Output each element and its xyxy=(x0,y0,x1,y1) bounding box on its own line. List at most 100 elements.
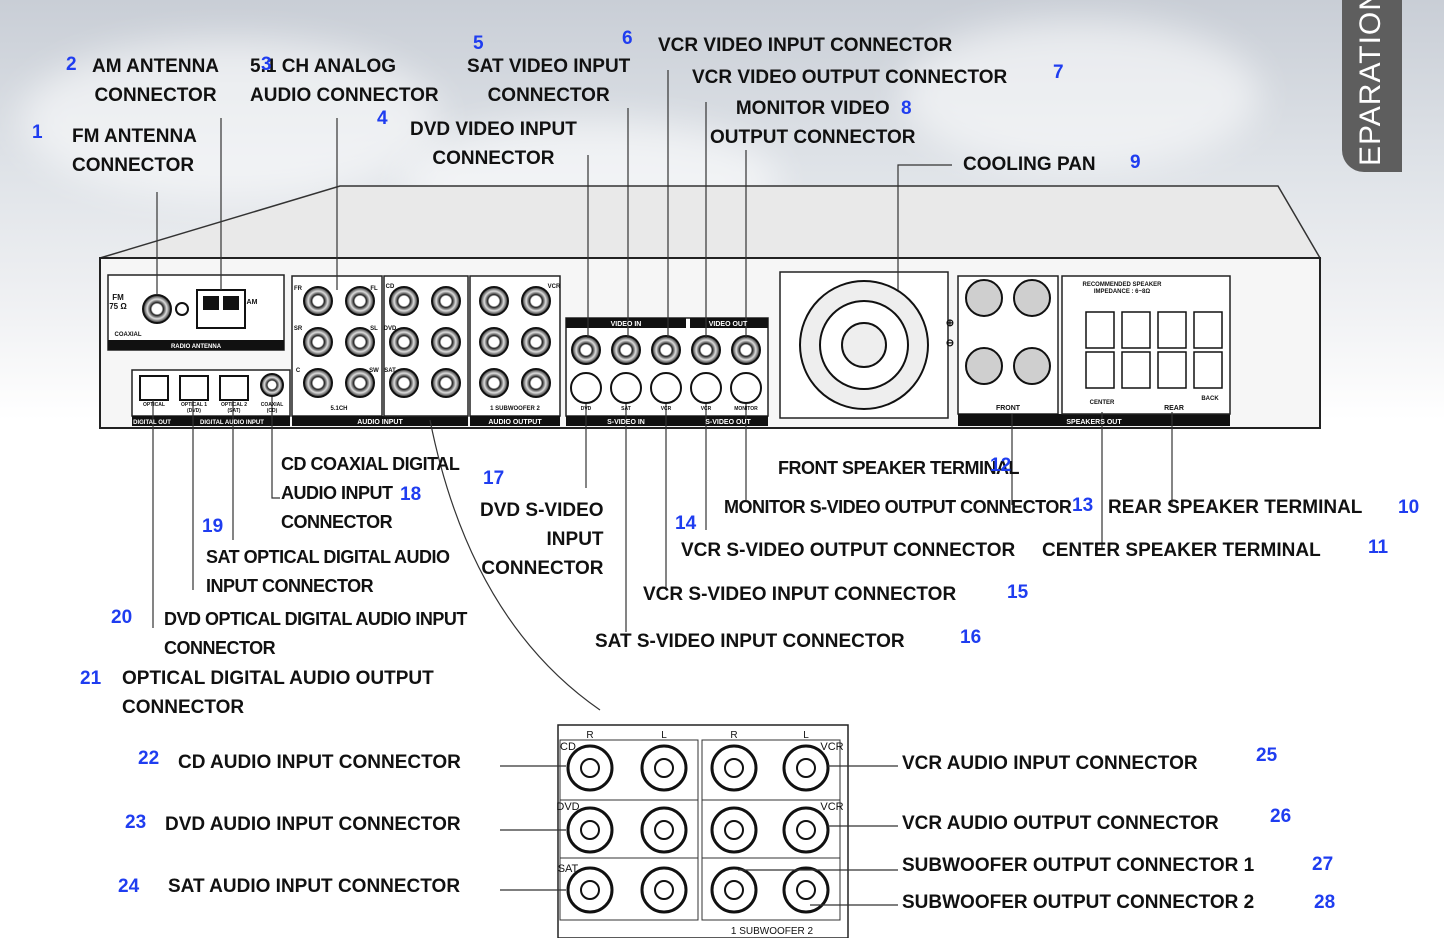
coaxial-cd-jack xyxy=(260,373,284,397)
callout-14-label: VCR S-VIDEO OUTPUT CONNECTOR xyxy=(681,540,1016,561)
panel-label-digital-audio-input: DIGITAL AUDIO INPUT xyxy=(200,420,264,426)
callout-12-number: 12 xyxy=(990,455,1012,476)
panel-label-sv-vcr2: VCR xyxy=(701,406,712,412)
callout-9-number: 9 xyxy=(1130,152,1141,173)
callout-24-number: 24 xyxy=(118,876,140,897)
callout-13-number: 13 xyxy=(1072,495,1094,516)
callout-27-number: 27 xyxy=(1312,854,1334,875)
front-speaker-posts xyxy=(965,279,1051,385)
inset-label-vcr: VCR xyxy=(820,741,843,753)
cloud xyxy=(20,40,440,200)
panel-label-sv-monitor: MONITOR xyxy=(734,406,758,412)
callout-24-label: SAT AUDIO INPUT CONNECTOR xyxy=(168,876,461,897)
panel-label-sv-dvd: DVD xyxy=(581,406,592,412)
leader-lines xyxy=(152,70,1173,711)
panel-label-radio-antenna: RADIO ANTENNA xyxy=(171,344,222,350)
panel-label-fl: FL xyxy=(370,286,378,292)
panel-label-center: CENTER xyxy=(1090,400,1115,406)
callout-13-label: MONITOR S-VIDEO OUTPUT CONNECTOR xyxy=(724,497,1072,517)
s-video-jacks xyxy=(570,372,762,404)
callout-19-label: SAT OPTICAL DIGITAL AUDIO INPUT CONNECTO… xyxy=(206,547,450,596)
inset-rca-jacks xyxy=(566,744,830,914)
inset-label-vcr: VCR xyxy=(820,801,843,813)
panel-label-video-in: VIDEO IN xyxy=(611,321,642,328)
callout-21-number: 21 xyxy=(80,668,102,689)
callout-19-number: 19 xyxy=(202,516,224,537)
panel-label-s-video-in: S-VIDEO IN xyxy=(607,419,645,426)
callout-5-number: 5 xyxy=(473,33,484,54)
callout-1-number: 1 xyxy=(32,122,43,143)
panel-label-rec-speaker: RECOMMENDED SPEAKER xyxy=(1082,282,1162,288)
inset-label-l: L xyxy=(803,730,809,741)
panel-label-audio-output: AUDIO OUTPUT xyxy=(488,419,542,426)
inset-label-subwoofer: 1 SUBWOOFER 2 xyxy=(731,926,814,937)
panel-label-rear: REAR xyxy=(1164,405,1184,412)
callout-26-number: 26 xyxy=(1270,806,1292,827)
panel-label-fm: FM xyxy=(112,293,124,302)
callout-1-label: FM ANTENNA CONNECTOR xyxy=(72,126,197,176)
callout-8-label: MONITOR VIDEO OUTPUT CONNECTOR xyxy=(710,98,916,148)
callout-17-label: DVD S-VIDEO INPUT CONNECTOR xyxy=(480,500,604,579)
callout-14-number: 14 xyxy=(675,513,697,534)
panel-label-minus: ⊖ xyxy=(946,338,954,349)
analog-51-jacks xyxy=(303,286,375,398)
panel-label-plus: ⊕ xyxy=(946,318,954,329)
callout-21-label: OPTICAL DIGITAL AUDIO OUTPUT CONNECTOR xyxy=(122,668,434,718)
panel-label-sl: SL xyxy=(370,326,378,332)
callout-6-number: 6 xyxy=(622,28,633,49)
callout-3-number: 3 xyxy=(261,54,272,75)
callout-16-label: SAT S-VIDEO INPUT CONNECTOR xyxy=(595,631,905,652)
callout-11-label: CENTER SPEAKER TERMINAL xyxy=(1042,540,1321,561)
panel-label-audio-input: AUDIO INPUT xyxy=(357,419,403,426)
panel-label-optical1: (DVD) xyxy=(187,408,201,414)
panel-label-sr: SR xyxy=(294,326,303,332)
optical-out-jack xyxy=(139,375,169,401)
callout-12-label: FRONT SPEAKER TERMINAL xyxy=(778,458,1020,478)
callout-4-number: 4 xyxy=(377,108,388,129)
panel-label-optical1: OPTICAL 1 xyxy=(181,402,207,408)
panel-label-sv-vcr: VCR xyxy=(661,406,672,412)
panel-label-ch51: 5.1CH xyxy=(330,406,347,412)
panel-label-coaxial-cd: COAXIAL xyxy=(261,402,284,408)
speaker-spring-terminals xyxy=(1085,311,1223,389)
panel-label-s-video-out: S-VIDEO OUT xyxy=(705,419,751,426)
optical-1-jack xyxy=(179,375,209,401)
callout-28-label: SUBWOOFER OUTPUT CONNECTOR 2 xyxy=(902,892,1255,913)
callout-9-label: COOLING PAN xyxy=(963,154,1096,175)
panel-label-am: AM xyxy=(247,299,258,306)
callout-2-label: AM ANTENNA CONNECTOR xyxy=(92,56,220,106)
callout-25-number: 25 xyxy=(1256,745,1278,766)
cloud xyxy=(900,20,1260,170)
callout-10-number: 10 xyxy=(1398,497,1420,518)
panel-label-fr: FR xyxy=(294,286,303,292)
callout-23-number: 23 xyxy=(125,812,147,833)
panel-label-coaxial: COAXIAL xyxy=(115,332,142,338)
callout-8-number: 8 xyxy=(901,98,912,119)
panel-label-coaxial-cd: (CD) xyxy=(267,408,278,414)
callout-22-label: CD AUDIO INPUT CONNECTOR xyxy=(178,752,461,773)
panel-label-optical2: (SAT) xyxy=(228,408,241,414)
callout-20-label: DVD OPTICAL DIGITAL AUDIO INPUT CONNECTO… xyxy=(164,609,467,658)
callout-7-label: VCR VIDEO OUTPUT CONNECTOR xyxy=(692,67,1008,88)
callout-18-number: 18 xyxy=(400,484,422,505)
callout-20-number: 20 xyxy=(111,607,133,628)
panel-label-fm: 75 Ω xyxy=(109,302,127,311)
audio-rca-jacks xyxy=(389,286,551,398)
callout-3-label: 5.1 CH ANALOG AUDIO CONNECTOR xyxy=(250,56,439,106)
panel-label-sat: SAT xyxy=(384,368,396,374)
callout-25-label: VCR AUDIO INPUT CONNECTOR xyxy=(902,753,1198,774)
callout-18-label: CD COAXIAL DIGITAL AUDIO INPUT CONNECTOR xyxy=(281,454,460,532)
panel-label-dvd: DVD xyxy=(384,326,397,332)
callout-5-label: SAT VIDEO INPUT CONNECTOR xyxy=(467,56,631,106)
inset-label-r: R xyxy=(586,730,593,741)
panel-label-cd: CD xyxy=(386,284,395,290)
panel-label-optical: OPTICAL xyxy=(143,402,165,408)
callout-15-number: 15 xyxy=(1007,582,1029,603)
inset-label-dvd: DVD xyxy=(556,801,579,813)
callout-6-label: VCR VIDEO INPUT CONNECTOR xyxy=(658,35,953,56)
callout-10-label: REAR SPEAKER TERMINAL xyxy=(1108,497,1363,518)
callout-17-number: 17 xyxy=(483,468,505,489)
panel-label-front: FRONT xyxy=(996,405,1021,412)
panel-label-vcr: VCR xyxy=(548,284,561,290)
